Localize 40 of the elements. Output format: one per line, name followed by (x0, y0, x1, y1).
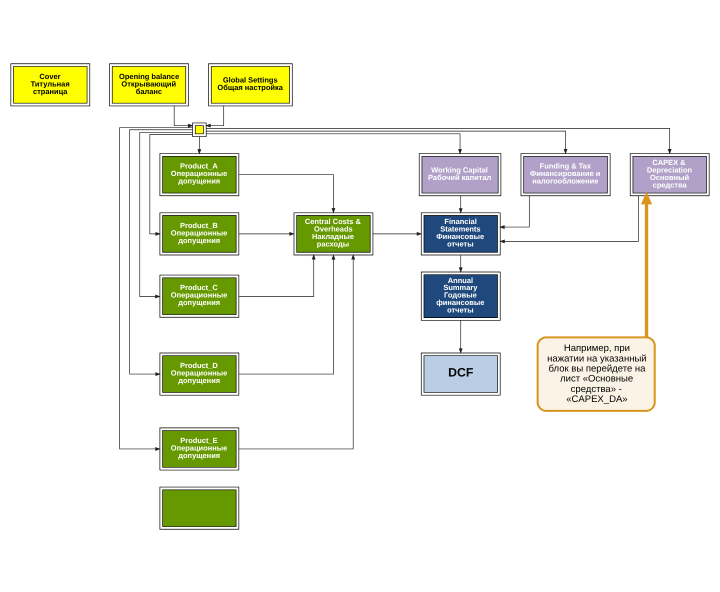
arrow (238, 231, 295, 236)
node-box: Например, при нажатии на указанный блок вы перейдете на лист «Основные средства» - «CAPEX_DA» (536, 336, 656, 412)
arrow (238, 254, 356, 449)
arrow (238, 174, 336, 214)
arrow (238, 254, 316, 296)
arrow (238, 254, 336, 374)
arrow (458, 254, 463, 272)
node-box: Product_A Операционные допущения (160, 152, 240, 196)
node-box: Product_B Операционные допущения (160, 212, 240, 255)
node-box (192, 122, 207, 136)
node-box: Cover Титульная страница (10, 62, 90, 106)
node-box: Working Capital Рабочий капитал (418, 152, 502, 196)
arrow (640, 191, 652, 337)
arrow (458, 195, 463, 214)
arrow (205, 105, 224, 128)
arrow (119, 126, 193, 450)
arrow (499, 194, 639, 243)
arrow (458, 320, 463, 354)
arrow (139, 132, 193, 298)
node-box: Central Costs & Overheads Накладные расходы (294, 212, 374, 255)
node-box: Global Settings Общая настройка (208, 62, 293, 106)
node-box (160, 486, 240, 530)
arrow (499, 195, 530, 228)
node-box: Product_E Операционные допущения (160, 427, 240, 470)
arrow (197, 136, 202, 154)
node-box: Funding & Tax Финансирование и налогообложение (520, 152, 610, 196)
arrow (174, 105, 194, 128)
arrow (206, 133, 462, 154)
node-box: Annual Summary Годовые финансовые отчеты (420, 271, 501, 320)
arrow (129, 128, 193, 376)
node-box: Product_D Операционные допущения (160, 352, 240, 396)
arrow (206, 130, 568, 154)
node-box: Opening balance Открывающий баланс (109, 62, 189, 106)
arrow (372, 231, 422, 236)
node-box: Product_C Операционные допущения (160, 274, 240, 318)
node-box: Financial Statements Финансовые отчеты (420, 212, 501, 255)
node-box: DCF (420, 352, 501, 396)
arrow (206, 128, 672, 154)
arrow (149, 134, 193, 236)
node-box: CAPEX & Depreciation Основный средства (630, 152, 710, 196)
